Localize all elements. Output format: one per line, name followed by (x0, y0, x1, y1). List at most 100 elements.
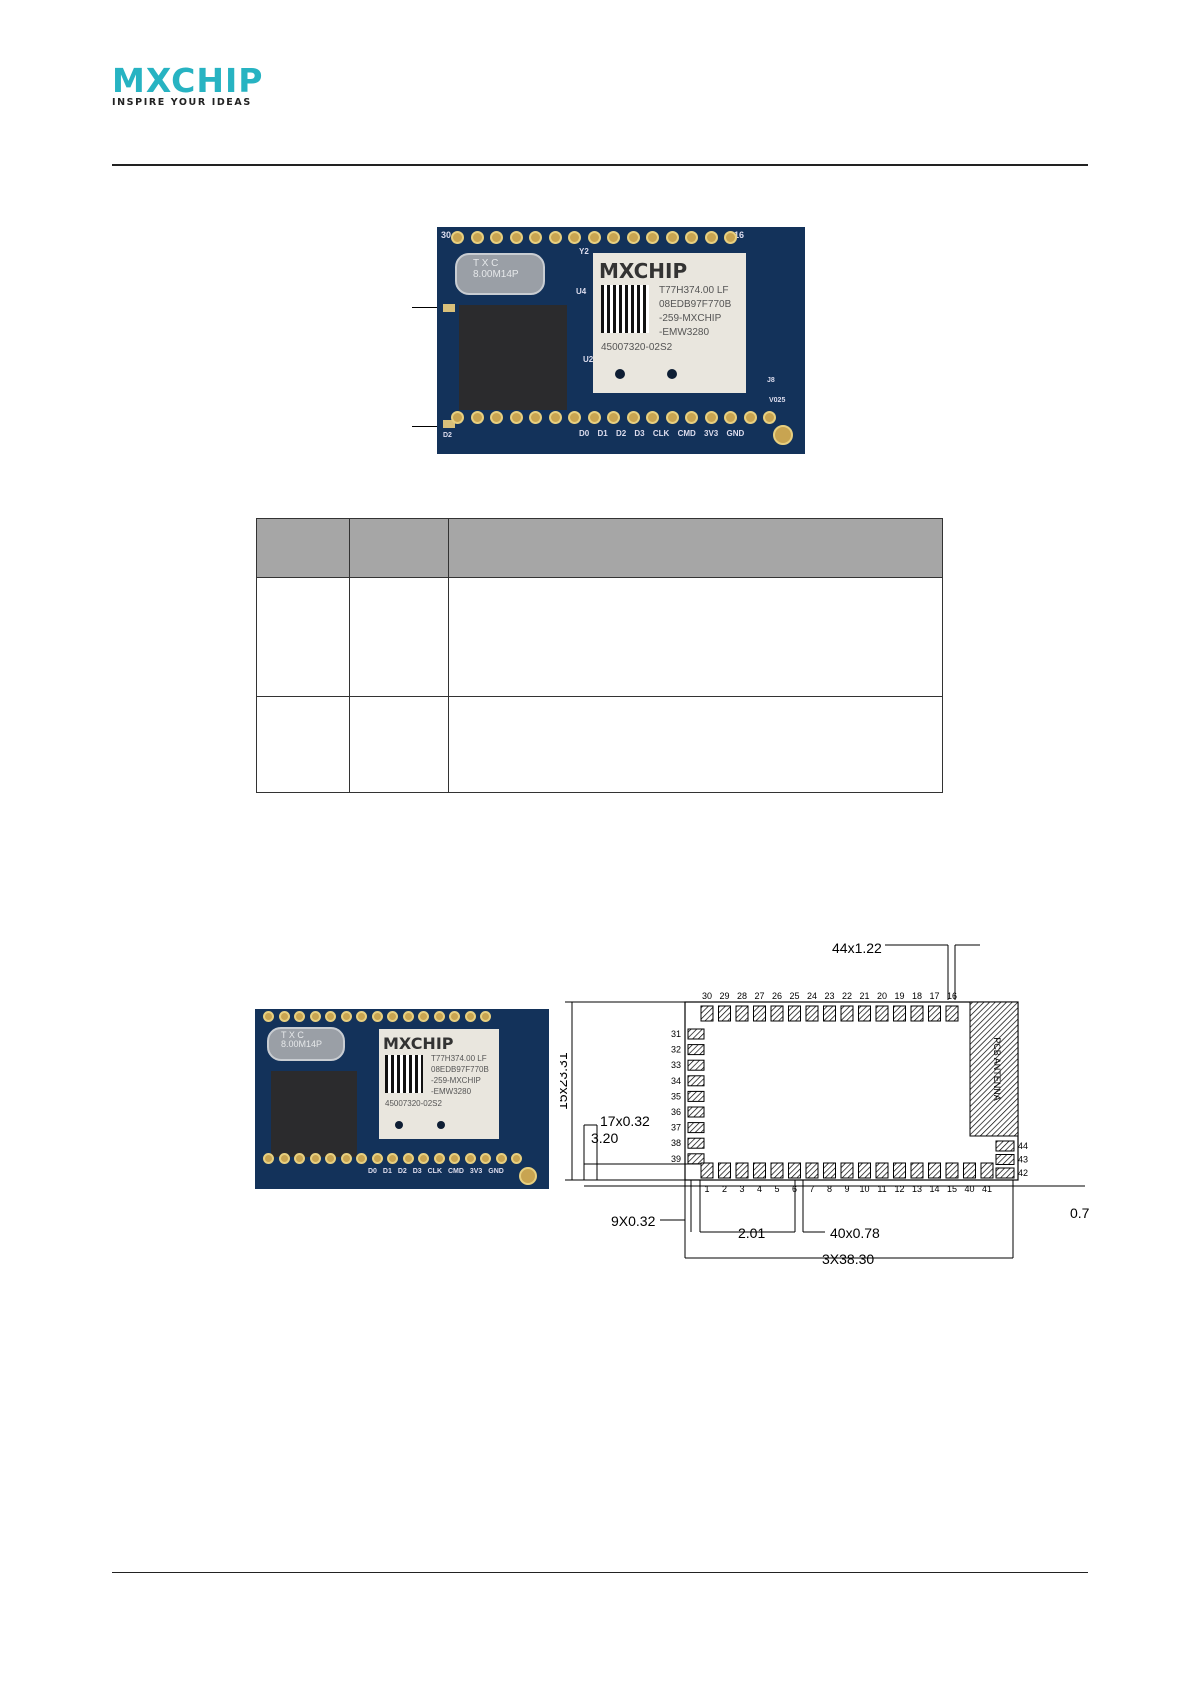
pin-number: 17 (929, 991, 939, 1001)
shield-line-4: -EMW3280 (431, 1087, 472, 1096)
shield-part-number: 45007320-02S2 (601, 342, 673, 353)
table-row (256, 696, 943, 793)
silk-v025: V025 (769, 397, 786, 404)
header-pin-pad (704, 231, 718, 244)
shield-line-4: -EMW3280 (659, 327, 710, 338)
footprint-pad (963, 1162, 976, 1179)
pin-number: 28 (737, 991, 747, 1001)
shield-line-3: -259-MXCHIP (431, 1076, 481, 1085)
dim-bottom-a: 9X0.32 (611, 1213, 656, 1229)
table-cell (349, 696, 449, 793)
pin-number: 37 (671, 1123, 681, 1133)
dim-top-label: 44x1.22 (832, 940, 882, 956)
table-header-cell (349, 518, 449, 578)
footprint-pad (928, 1005, 941, 1022)
callout-line-bottom (412, 426, 450, 427)
shield-hole-left (615, 369, 625, 379)
shield-brand: MXCHIP (383, 1034, 454, 1053)
shield-line-3: -259-MXCHIP (659, 313, 722, 324)
pin-labels: D0 D1 D2 D3 CLK CMD 3V3 GND (368, 1168, 504, 1175)
pin-number: 26 (772, 991, 782, 1001)
pin-label-gnd: GND (726, 429, 745, 438)
pin-number: 14 (929, 1184, 939, 1194)
header-pin-pad (371, 1153, 383, 1164)
header-pin-pad (433, 1011, 445, 1022)
qr-code (385, 1055, 423, 1093)
header-pin-pad (665, 411, 679, 424)
pin-label-d2: D2 (397, 1168, 407, 1175)
mxchip-logo: MXCHIP INSPIRE YOUR IDEAS (112, 64, 292, 110)
footprint-pad (805, 1162, 819, 1179)
crystal-text: T X C 8.00M14P (281, 1030, 323, 1050)
pin-number: 29 (719, 991, 729, 1001)
dim-bottom-total: 3X38.30 (822, 1251, 874, 1265)
header-pin-pad (704, 411, 718, 424)
header-pin-pad (356, 1153, 367, 1164)
footprint-pad (700, 1005, 714, 1022)
footprint-pad (840, 1005, 854, 1022)
pin-number: 8 (827, 1184, 832, 1194)
header-pin-pad (402, 1011, 414, 1022)
header-pin-pad (548, 231, 562, 244)
header-pin-pad (685, 231, 698, 244)
footprint-pad (995, 1167, 1015, 1179)
footprint-pad (687, 1137, 705, 1149)
pin-number: 39 (671, 1154, 681, 1164)
table-cell (256, 577, 350, 697)
header-pin-pad (490, 231, 503, 244)
header-pin-pad (529, 231, 542, 244)
footprint-pad (687, 1044, 705, 1056)
pin-label-d3: D3 (634, 429, 645, 438)
shield-hole-left (395, 1121, 403, 1129)
footprint-pad (823, 1162, 836, 1179)
pin-label-3v3: 3V3 (704, 429, 719, 438)
table-cell (448, 577, 943, 697)
pin-number: 10 (859, 1184, 869, 1194)
table-cell (349, 577, 449, 697)
silk-u4: U4 (576, 287, 587, 296)
shield-part-number: 45007320-02S2 (385, 1099, 442, 1108)
header-pin-pad (626, 411, 640, 424)
logo-tagline: INSPIRE YOUR IDEAS (112, 97, 252, 108)
pin-number: 13 (912, 1184, 922, 1194)
header-pin-pad (548, 411, 562, 424)
header-pin-pad (568, 231, 581, 244)
callout-line-top (412, 307, 450, 308)
shield-brand: MXCHIP (599, 259, 688, 283)
crystal-text: T X C 8.00M14P (473, 258, 519, 280)
table-header-cell (448, 518, 943, 578)
header-pin-pad (325, 1153, 336, 1164)
header-pin-pad (509, 231, 523, 244)
footprint-pad (753, 1162, 766, 1179)
silk-j8: J8 (767, 377, 775, 384)
header-pin-pad (529, 411, 542, 424)
header-pin-pad (607, 231, 620, 244)
header-pin-pad (464, 1153, 476, 1164)
header-pin-pad (587, 411, 601, 424)
footprint-pad (858, 1162, 871, 1179)
qr-code (601, 285, 649, 333)
pin-label-cmd: CMD (677, 429, 696, 438)
module-photo-top: 30 16 T X C 8.00M14P U2 U4 Y2 D2 MXCHIP … (437, 227, 805, 454)
shield-line-1: T77H374.00 LF (659, 285, 729, 296)
table-header-row (256, 518, 943, 578)
footprint-pad (735, 1162, 749, 1179)
header-pin-pad (665, 231, 679, 244)
header-pin-pad (278, 1153, 290, 1164)
crystal (455, 253, 545, 295)
silk-u2: U2 (583, 355, 594, 364)
logo-text: MXCHIP (112, 61, 264, 100)
header-pin-pad (418, 1153, 429, 1164)
table-cell (448, 696, 943, 793)
pin-number-30: 30 (441, 230, 452, 240)
table-cell (256, 696, 350, 793)
dim-left-height: 15x23.31 (560, 1052, 570, 1110)
silk-d2: D2 (443, 432, 452, 439)
footprint-pad (687, 1075, 705, 1087)
header-pin-pad (294, 1011, 305, 1022)
table-header-cell (256, 518, 350, 578)
header-pin-pad (480, 1011, 491, 1022)
header-pin-pad (685, 411, 698, 424)
pin-number: 22 (842, 991, 852, 1001)
